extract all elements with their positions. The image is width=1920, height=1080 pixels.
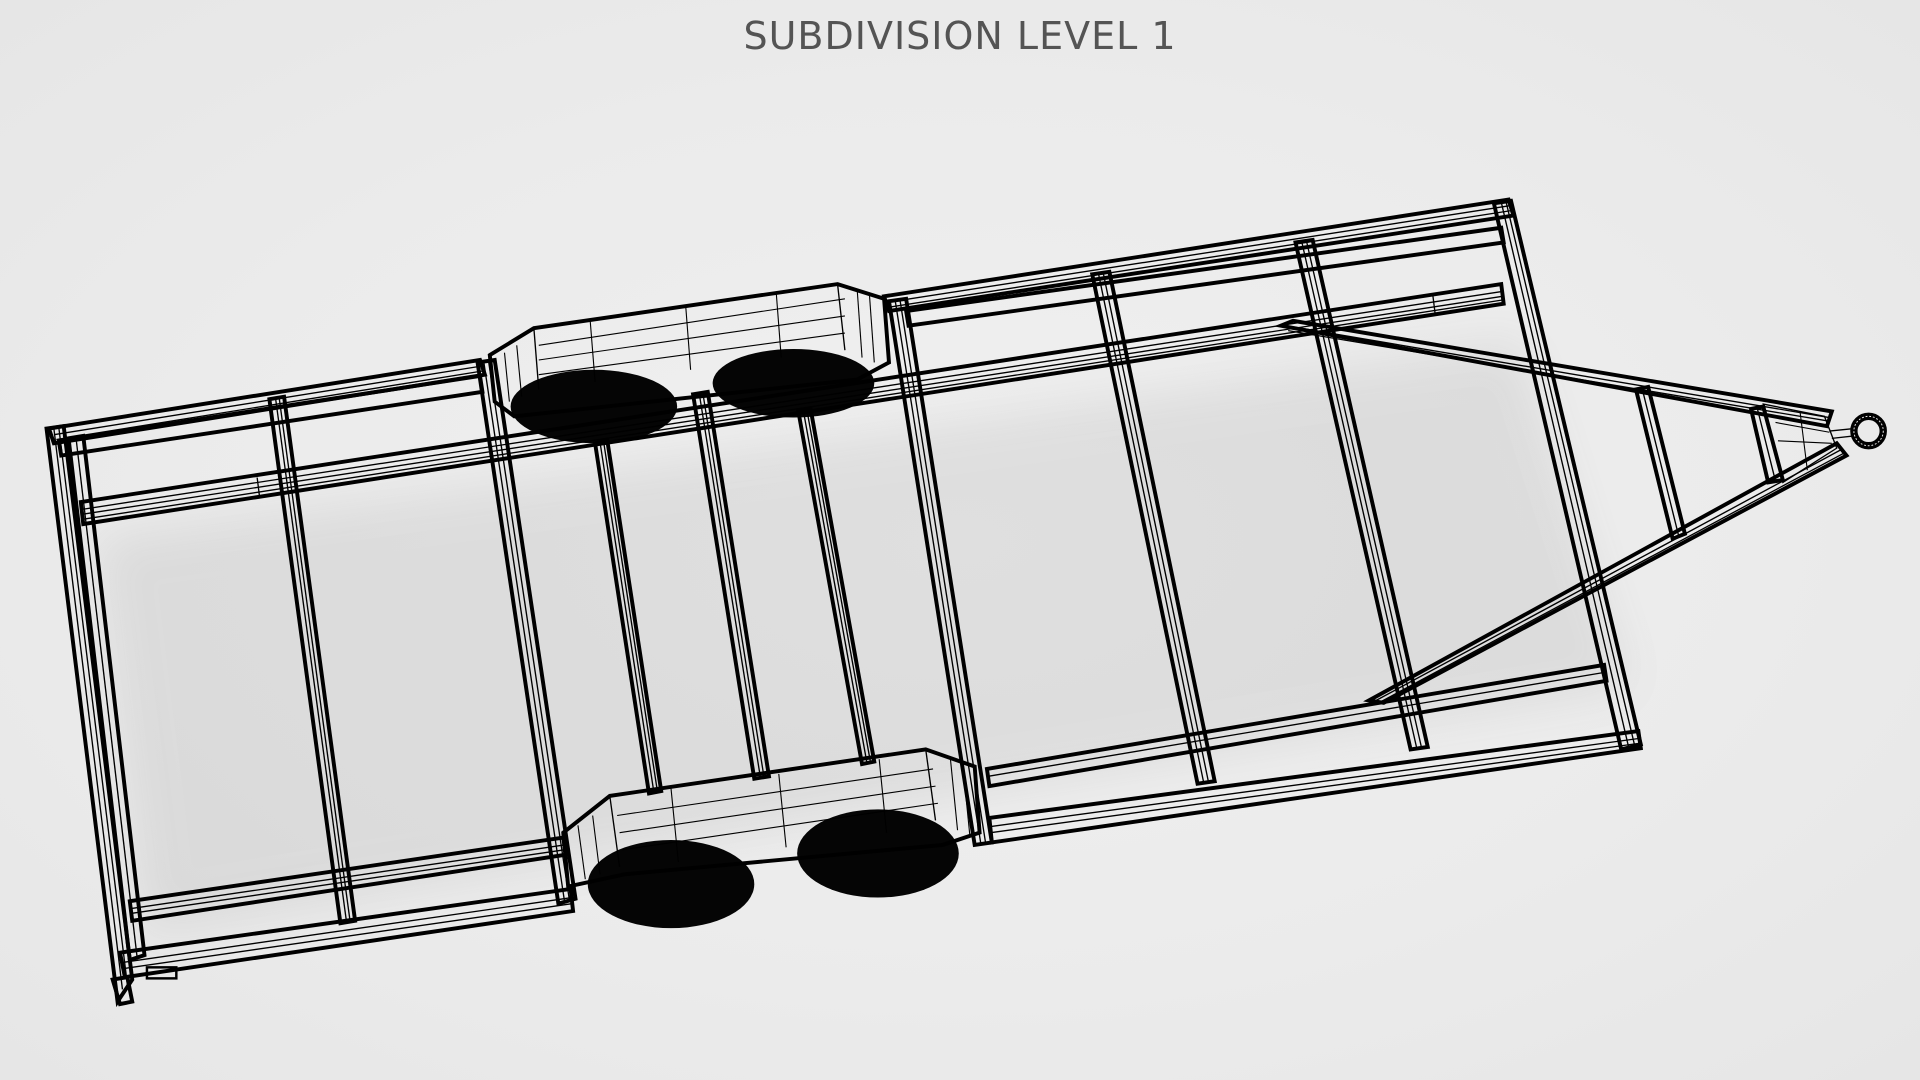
cross-members — [267, 237, 1431, 926]
drawbar-a-frame — [1273, 318, 1887, 705]
fender-top — [487, 282, 892, 419]
ground-shadow — [97, 342, 1629, 931]
title-text: SUBDIVISION LEVEL 1 — [743, 14, 1177, 58]
render-title: SUBDIVISION LEVEL 1 — [0, 14, 1920, 58]
wheel-icon — [510, 348, 959, 929]
tow-ring-icon — [1829, 412, 1887, 450]
center-long-rail — [78, 281, 1506, 527]
fender-bottom — [561, 747, 982, 889]
rear-light-detail — [110, 966, 178, 1007]
